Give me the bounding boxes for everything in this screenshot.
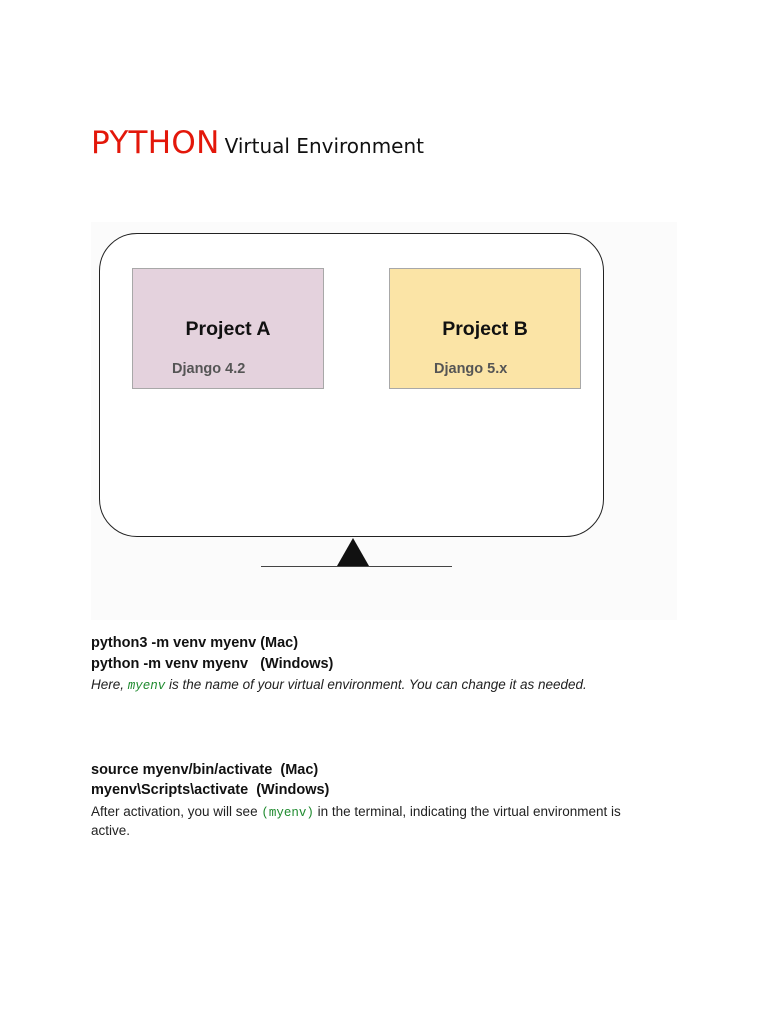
project-b-name: Project B — [442, 318, 528, 340]
project-a-name: Project A — [185, 318, 271, 340]
activate-note-line2: active. — [91, 823, 131, 838]
project-b-version: Django 5.x — [434, 361, 508, 377]
activate-note-suffix: in the terminal, indicating the virtual … — [313, 804, 621, 819]
title-subtitle: Virtual Environment — [224, 134, 425, 158]
project-a-card: Project A Django 4.2 — [132, 268, 324, 389]
activate-command-windows: myenv\Scripts\activate (Windows) — [91, 782, 330, 798]
title-python: PYTHON — [91, 125, 220, 161]
activate-note: After activation, you will see (myenv) i… — [91, 802, 621, 823]
create-note-suffix: is the name of your virtual environment.… — [165, 677, 587, 692]
create-command-mac: python3 -m venv myenv (Mac) — [91, 635, 299, 651]
monitor-base-line — [261, 566, 452, 567]
activate-note-prefix: After activation, you will see — [91, 804, 262, 819]
project-a-version: Django 4.2 — [172, 361, 246, 377]
monitor-stand-icon — [337, 538, 369, 566]
activate-command-mac: source myenv/bin/activate (Mac) — [91, 762, 319, 778]
project-b-card: Project B Django 5.x — [389, 268, 581, 389]
activate-note-code: (myenv) — [261, 806, 314, 820]
create-note-code: myenv — [127, 679, 166, 693]
create-note: Here, myenv is the name of your virtual … — [91, 675, 587, 696]
create-note-prefix: Here, — [91, 677, 128, 692]
create-command-windows: python -m venv myenv (Windows) — [91, 656, 334, 672]
